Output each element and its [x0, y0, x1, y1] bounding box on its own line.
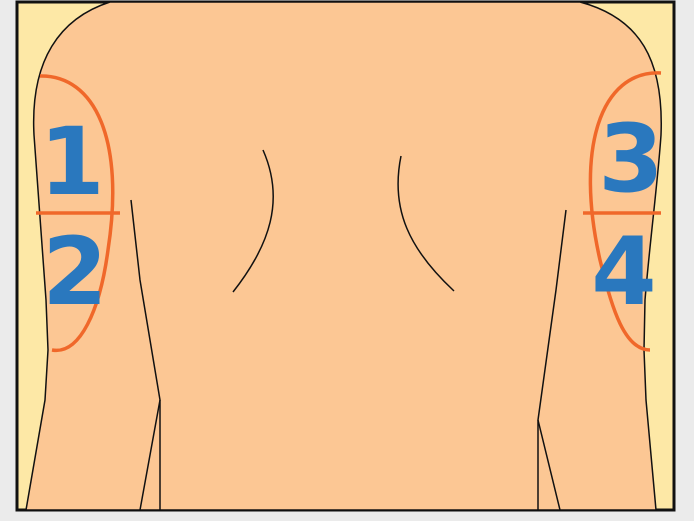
body-silhouette — [26, 2, 661, 510]
zone-label-4: 4 — [591, 218, 656, 327]
zone-label-3: 3 — [598, 105, 663, 214]
zone-label-1: 1 — [39, 108, 104, 217]
zone-label-2: 2 — [42, 218, 107, 327]
